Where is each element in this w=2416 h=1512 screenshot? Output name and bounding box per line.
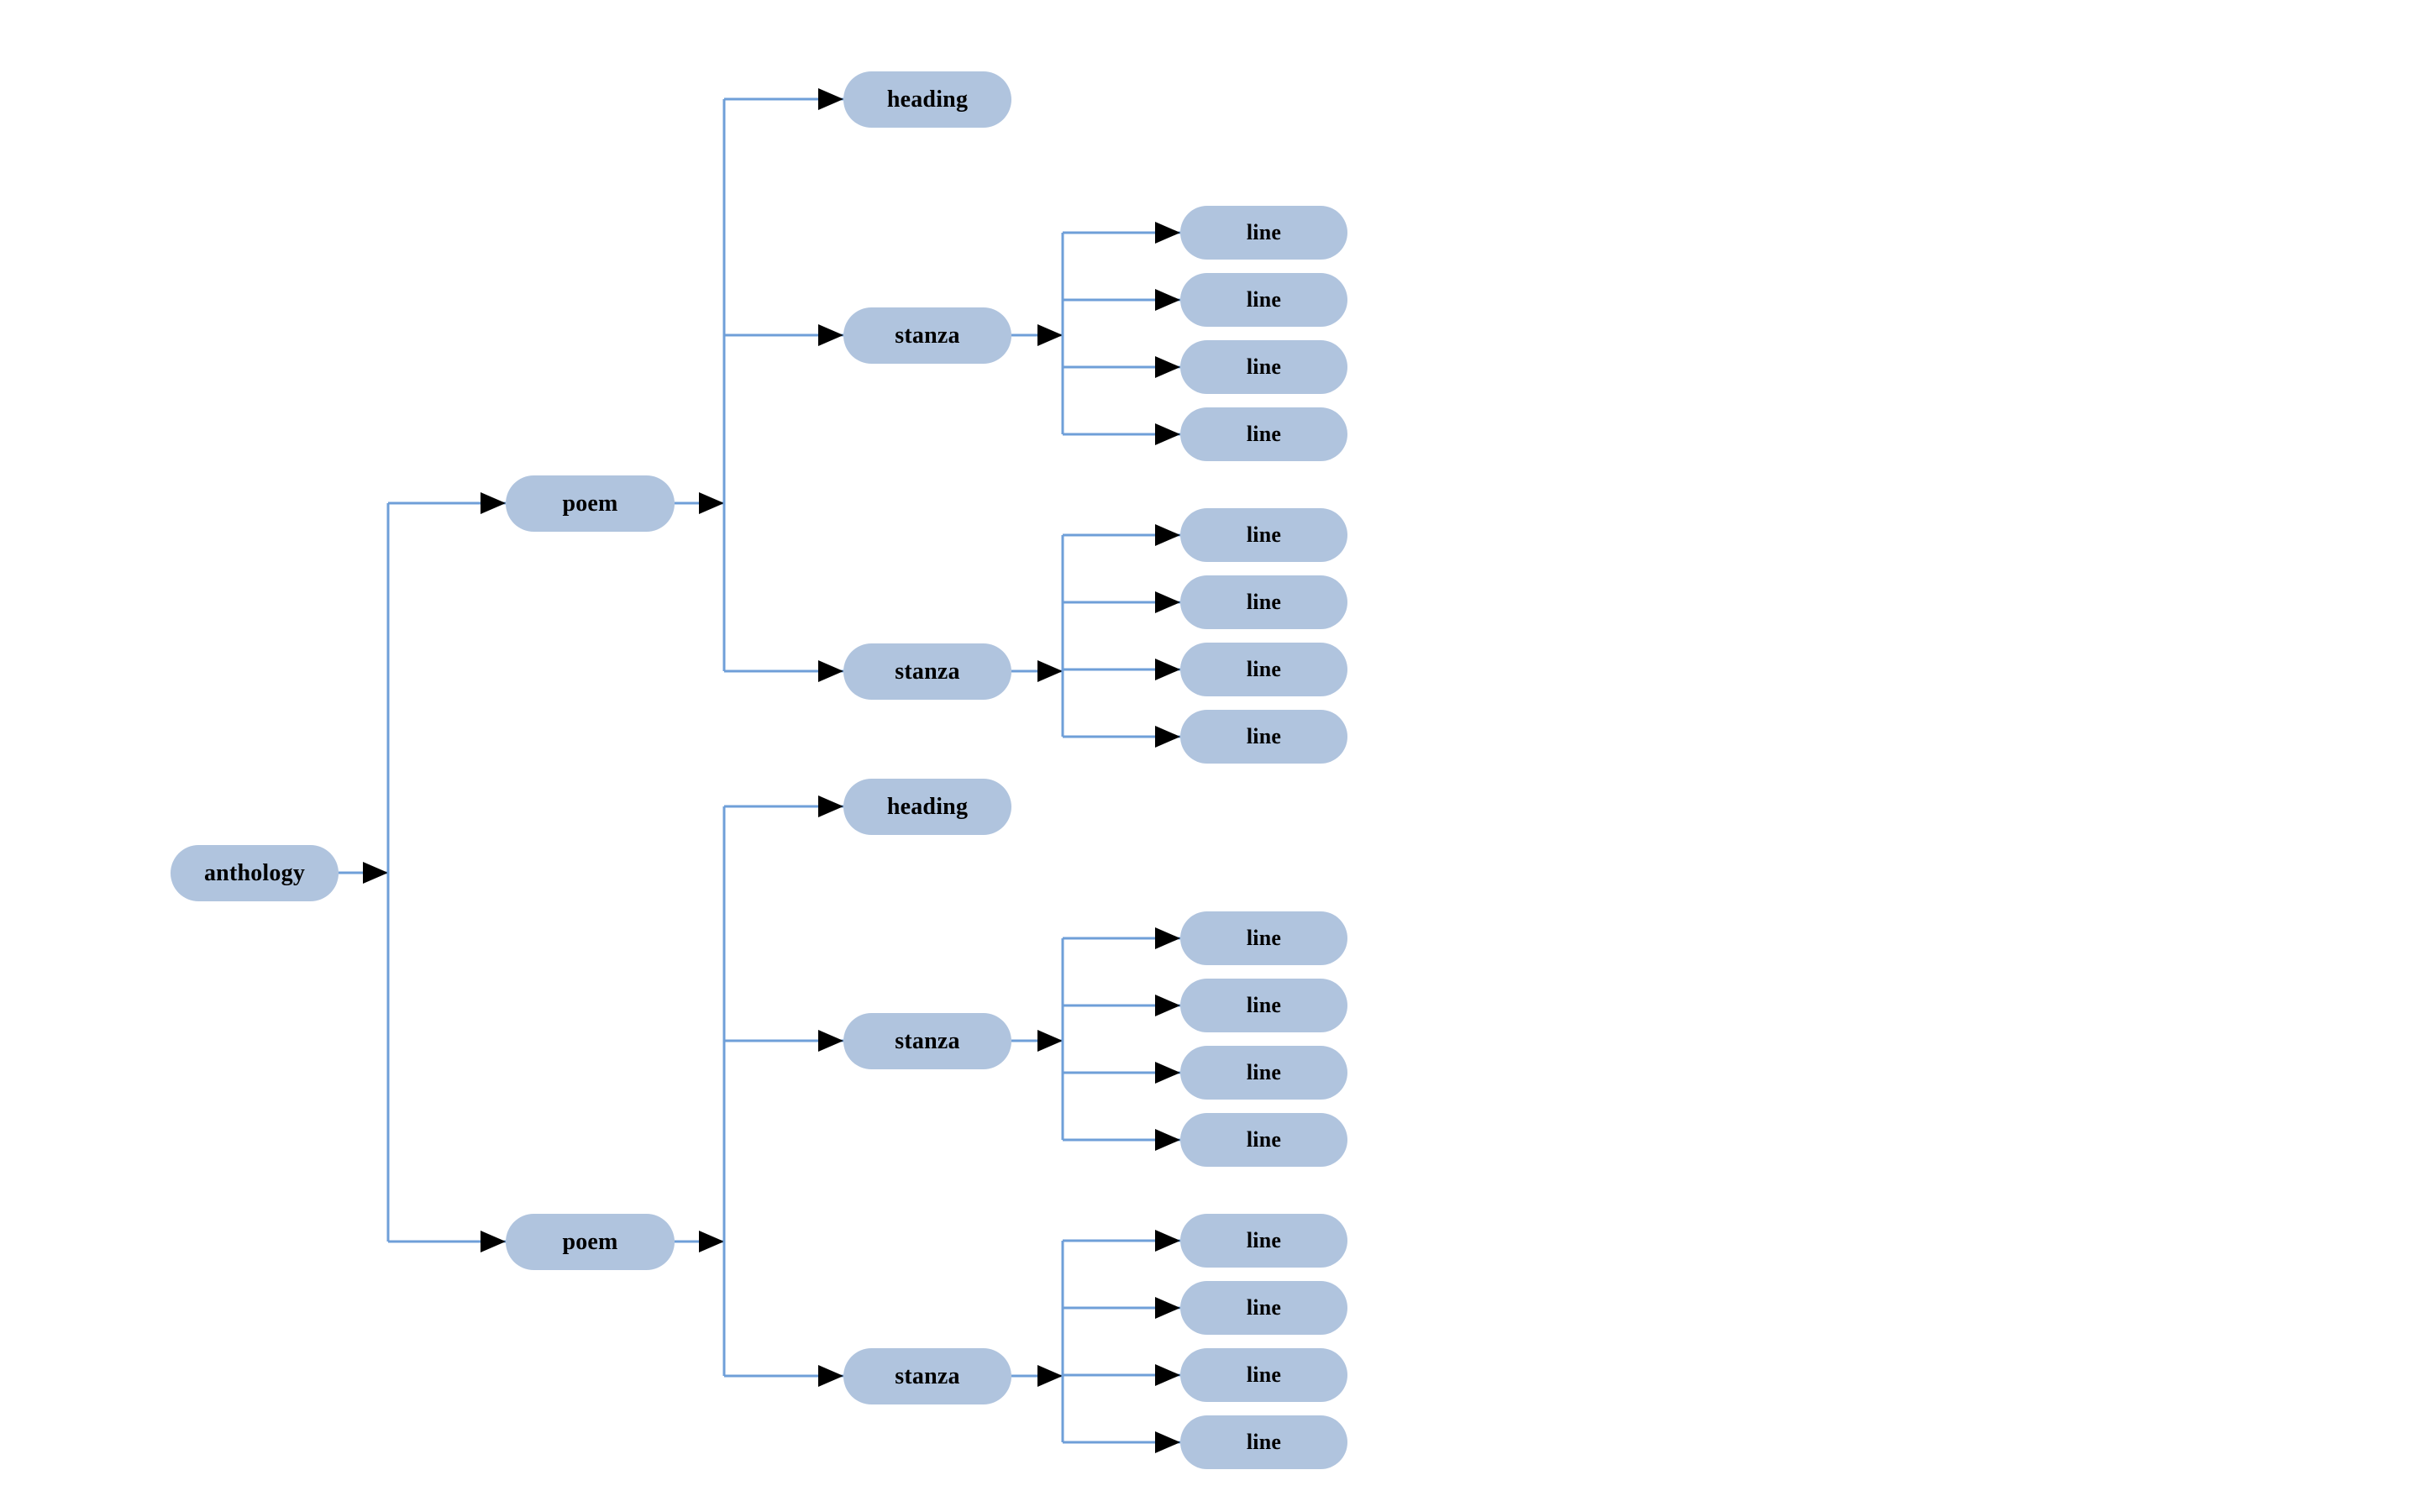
node-label: heading — [886, 793, 969, 820]
node-label: line — [1246, 1362, 1282, 1387]
node-label: line — [1246, 287, 1282, 312]
node-label: line — [1246, 590, 1282, 614]
node-poem-1[interactable]: poem — [506, 475, 675, 532]
edge-e-stanza3-lines — [1011, 927, 1180, 1151]
node-anthology[interactable]: anthology — [171, 845, 339, 901]
edge-e-poem2-children — [675, 795, 843, 1387]
node-line-3-2[interactable]: line — [1180, 979, 1347, 1032]
node-label: line — [1246, 1228, 1282, 1252]
edge-e-stanza2-lines — [1011, 524, 1180, 748]
node-label: stanza — [895, 1027, 960, 1054]
node-poem-2[interactable]: poem — [506, 1214, 675, 1270]
node-label: poem — [562, 1228, 618, 1255]
node-label: line — [1246, 993, 1282, 1017]
edge-e-poem1-children — [675, 88, 843, 682]
edge-e-anthology-poems — [339, 492, 506, 1252]
node-label: line — [1246, 724, 1282, 748]
node-stanza-2[interactable]: stanza — [843, 643, 1011, 700]
node-label: line — [1246, 1127, 1282, 1152]
node-label: stanza — [895, 322, 960, 349]
node-label: line — [1246, 1295, 1282, 1320]
node-line-4-4[interactable]: line — [1180, 1415, 1347, 1469]
node-label: line — [1246, 1060, 1282, 1084]
node-label: stanza — [895, 1362, 960, 1389]
edge-e-stanza1-lines — [1011, 222, 1180, 445]
node-label: line — [1246, 926, 1282, 950]
node-line-2-1[interactable]: line — [1180, 508, 1347, 562]
node-label: line — [1246, 657, 1282, 681]
node-label: stanza — [895, 658, 960, 685]
node-stanza-3[interactable]: stanza — [843, 1013, 1011, 1069]
node-label: line — [1246, 1430, 1282, 1454]
node-line-3-1[interactable]: line — [1180, 911, 1347, 965]
node-label: poem — [562, 490, 618, 517]
node-label: anthology — [203, 859, 306, 886]
node-heading-2[interactable]: heading — [843, 779, 1011, 835]
node-heading-1[interactable]: heading — [843, 71, 1011, 128]
node-label: line — [1246, 354, 1282, 379]
node-stanza-4[interactable]: stanza — [843, 1348, 1011, 1404]
node-line-2-4[interactable]: line — [1180, 710, 1347, 764]
node-line-2-2[interactable]: line — [1180, 575, 1347, 629]
node-line-1-3[interactable]: line — [1180, 340, 1347, 394]
node-line-1-4[interactable]: line — [1180, 407, 1347, 461]
node-label: heading — [886, 86, 969, 113]
node-line-1-2[interactable]: line — [1180, 273, 1347, 327]
node-stanza-1[interactable]: stanza — [843, 307, 1011, 364]
node-label: line — [1246, 522, 1282, 547]
node-label: line — [1246, 422, 1282, 446]
node-line-4-2[interactable]: line — [1180, 1281, 1347, 1335]
edge-e-stanza4-lines — [1011, 1230, 1180, 1453]
node-line-3-3[interactable]: line — [1180, 1046, 1347, 1100]
node-line-4-3[interactable]: line — [1180, 1348, 1347, 1402]
node-line-1-1[interactable]: line — [1180, 206, 1347, 260]
node-line-4-1[interactable]: line — [1180, 1214, 1347, 1268]
node-line-3-4[interactable]: line — [1180, 1113, 1347, 1167]
node-label: line — [1246, 220, 1282, 244]
node-line-2-3[interactable]: line — [1180, 643, 1347, 696]
